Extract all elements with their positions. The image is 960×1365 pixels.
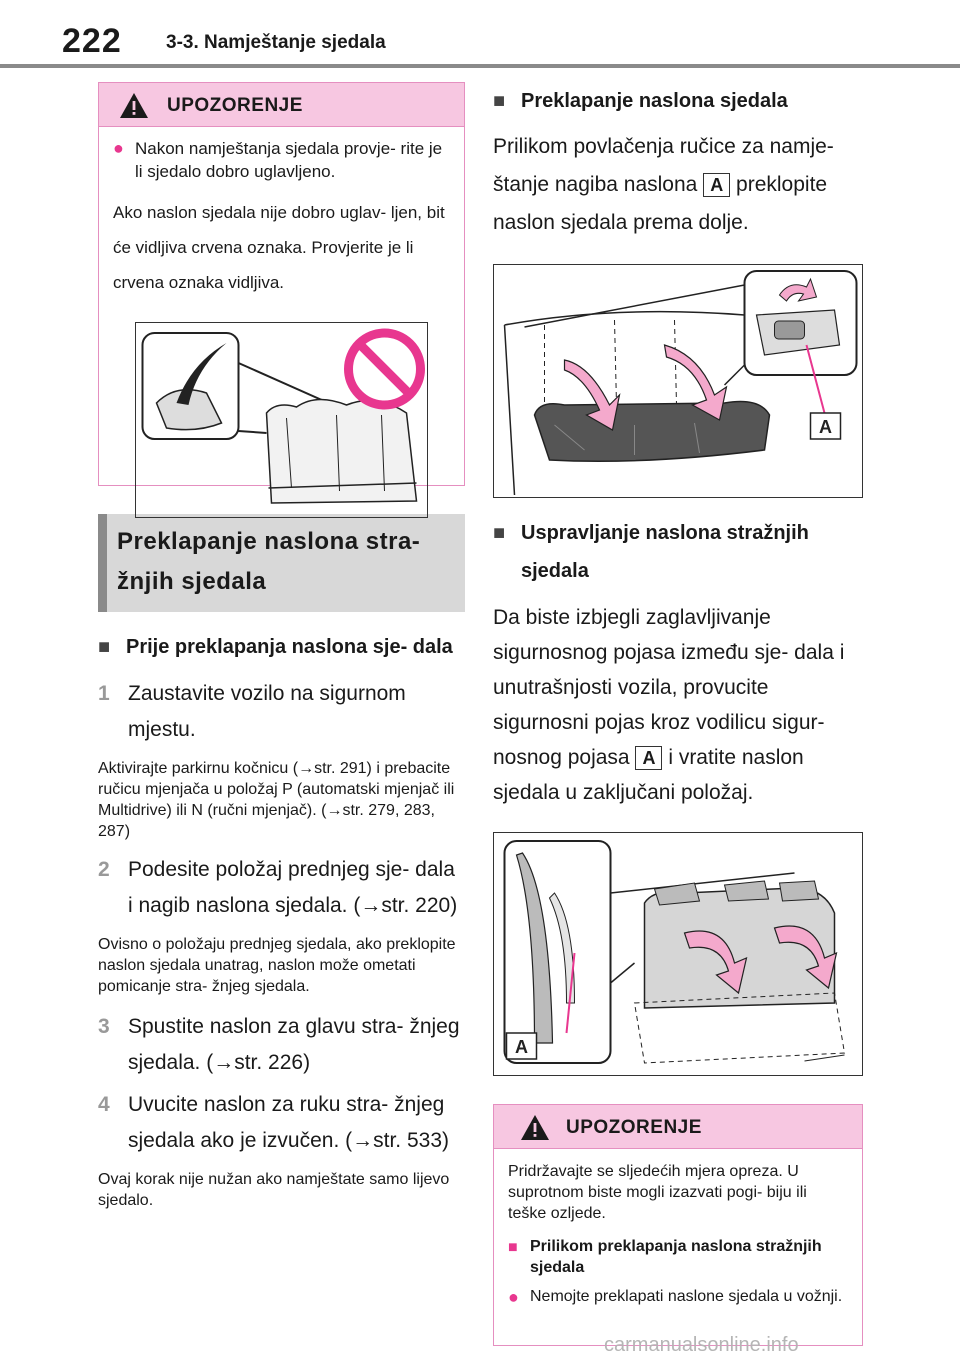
header-rule xyxy=(0,64,960,68)
page-number: 222 xyxy=(62,22,122,60)
square-bullet-icon: ■ xyxy=(98,636,111,658)
square-bullet-icon: ■ xyxy=(493,522,506,544)
svg-text:A: A xyxy=(515,1037,528,1057)
warning-box-bottom: UPOZORENJE Pridržavajte se sljedećih mje… xyxy=(493,1104,863,1346)
warning-header: UPOZORENJE xyxy=(494,1105,862,1149)
warning-triangle-icon xyxy=(521,1115,549,1140)
label-a: A xyxy=(635,746,663,771)
fold-figure: A xyxy=(493,264,863,498)
bullet-dot-icon: ● xyxy=(113,138,124,158)
fold-seat-illustration: A xyxy=(503,270,858,496)
seat-red-mark-illustration xyxy=(141,328,425,504)
watermark: carmanualsonline.info xyxy=(604,1334,799,1356)
left-column: UPOZORENJE ● Nakon namještanja sjedala p… xyxy=(98,82,465,1211)
warning-subhead: ■ Prilikom preklapanja naslona stražnjih… xyxy=(508,1236,848,1278)
step-2-note: Ovisno o položaju prednjeg sjedala, ako … xyxy=(98,936,456,995)
step-1: 1 Zaustavite vozilo na sigurnom mjestu. xyxy=(98,676,465,748)
square-bullet-icon: ■ xyxy=(508,1239,518,1256)
upright-figure: A xyxy=(493,832,863,1076)
right-column: ■ Preklapanje naslona sjedala Prilikom p… xyxy=(493,82,863,1346)
step-1-note: Aktivirajte parkirnu kočnicu (→str. 291)… xyxy=(98,760,455,840)
step-text: Uvucite naslon za ruku stra- žnjeg sjeda… xyxy=(128,1093,449,1152)
warning-title: UPOZORENJE xyxy=(167,95,303,116)
subheading-upright: ■ Uspravljanje naslona stražnjih sjedala xyxy=(493,514,863,590)
step-text: Spustite naslon za glavu stra- žnjeg sje… xyxy=(128,1015,460,1074)
bullet-dot-icon: ● xyxy=(508,1287,519,1307)
step-4-note: Ovaj korak nije nužan ako namještate sam… xyxy=(98,1171,450,1209)
section-heading: Preklapanje naslona stra- žnjih sjedala xyxy=(98,514,465,612)
step-number: 1 xyxy=(98,682,110,705)
upright-instructions: Da biste izbjegli zaglavljivanje sigurno… xyxy=(493,600,863,810)
subheading-fold: ■ Preklapanje naslona sjedala xyxy=(493,82,863,120)
fold-text-start: Prilikom povlačenja ručice za namje- šta… xyxy=(493,135,834,196)
subheading-text: Preklapanje naslona sjedala xyxy=(521,90,788,112)
step-number: 2 xyxy=(98,858,110,881)
red-mark-figure xyxy=(135,322,428,518)
svg-text:A: A xyxy=(819,417,832,437)
warning-bullet-text: Nakon namještanja sjedala provje- rite j… xyxy=(135,139,443,181)
warning-subhead-text: Prilikom preklapanja naslona stražnjih s… xyxy=(530,1238,822,1276)
label-a: A xyxy=(703,173,731,198)
warning-para: Ako naslon sjedala nije dobro uglav- lje… xyxy=(113,203,445,292)
page-header: 222 3-3. Namještanje sjedala xyxy=(0,0,960,68)
step-number: 4 xyxy=(98,1093,110,1116)
warning-body: ● Nakon namještanja sjedala provje- rite… xyxy=(99,127,464,532)
warning-box-top: UPOZORENJE ● Nakon namještanja sjedala p… xyxy=(98,82,465,518)
subheading-before-folding: ■ Prije preklapanja naslona sje- dala xyxy=(98,628,465,666)
step-text: Zaustavite vozilo na sigurnom mjestu. xyxy=(128,682,406,741)
warning-header: UPOZORENJE xyxy=(99,83,464,127)
section-title: 3-3. Namještanje sjedala xyxy=(166,32,386,53)
warning-title: UPOZORENJE xyxy=(566,1117,702,1138)
step-4: 4 Uvucite naslon za ruku stra- žnjeg sje… xyxy=(98,1087,465,1159)
step-2: 2 Podesite položaj prednjeg sje- dala i … xyxy=(98,852,465,924)
warning-bullet: ● Nakon namještanja sjedala provje- rite… xyxy=(113,137,450,183)
warning-body: Pridržavajte se sljedećih mjera opreza. … xyxy=(494,1149,862,1323)
step-3: 3 Spustite naslon za glavu stra- žnjeg s… xyxy=(98,1009,465,1081)
upright-text-end: i vratite naslon sjedala u zaključani po… xyxy=(493,746,804,804)
fold-instructions: Prilikom povlačenja ručice za namje- šta… xyxy=(493,128,863,242)
subheading-text: Prije preklapanja naslona sje- dala xyxy=(126,636,453,658)
upright-seat-illustration: A xyxy=(503,840,846,1064)
step-text: Podesite položaj prednjeg sje- dala i na… xyxy=(128,858,458,917)
upright-text-start: Da biste izbjegli zaglavljivanje sigurno… xyxy=(493,606,845,769)
subheading-text: Uspravljanje naslona stražnjih sjedala xyxy=(521,522,809,582)
fold-text-end: preklopite naslon sjedala prema dolje. xyxy=(493,173,828,234)
step-number: 3 xyxy=(98,1015,110,1038)
warning-bullet-text: Nemojte preklapati naslone sjedala u vož… xyxy=(530,1288,843,1305)
warning-bullet: ● Nemojte preklapati naslone sjedala u v… xyxy=(508,1286,848,1309)
warning-para: Pridržavajte se sljedećih mjera opreza. … xyxy=(508,1163,807,1222)
warning-triangle-icon xyxy=(120,93,148,118)
square-bullet-icon: ■ xyxy=(493,90,506,112)
